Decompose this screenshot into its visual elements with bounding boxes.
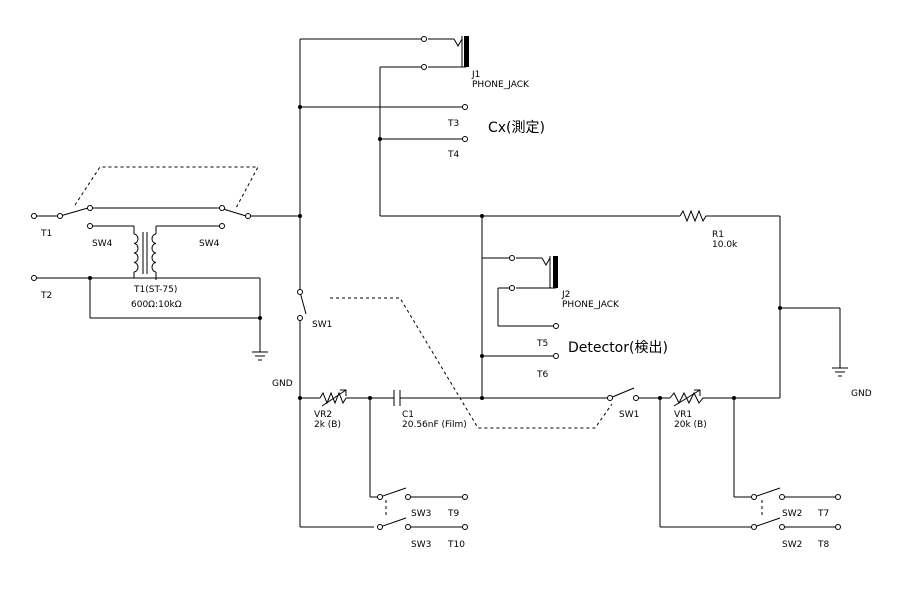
label-t3: T3 [448,119,460,129]
label-t6: T6 [537,370,549,380]
label-vr1-name: VR1 [674,410,693,420]
label-j2-name: J2 [562,290,571,300]
label-sw4-left: SW4 [92,239,113,249]
label-transformer-ratio: 600Ω:10kΩ [131,300,182,310]
label-sw3-lower: SW3 [411,540,432,550]
label-r1-value: 10.0k [712,240,738,250]
label-r1-name: R1 [712,230,724,240]
label-sw1-vertical: SW1 [312,320,333,330]
label-vr2-value: 2k (B) [314,420,341,430]
label-t7: T7 [818,509,830,519]
label-sw2-lower: SW2 [782,540,803,550]
label-transformer-name: T1(ST-75) [134,285,178,295]
label-vr2-name: VR2 [314,410,333,420]
label-j2-type: PHONE_JACK [562,300,619,310]
label-gnd-right: GND [851,389,872,399]
label-sw4-right: SW4 [199,239,220,249]
label-t5: T5 [537,339,549,349]
label-t8: T8 [818,540,830,550]
label-detector: Detector(検出) [568,340,668,356]
label-j1-type: PHONE_JACK [472,80,529,90]
label-gnd-left: GND [272,379,293,389]
label-vr1-value: 20k (B) [674,420,707,430]
label-j1-name: J1 [472,70,481,80]
label-sw3-upper: SW3 [411,509,432,519]
label-t9: T9 [448,509,460,519]
label-sw1-horizontal: SW1 [619,410,640,420]
label-c1-name: C1 [402,410,415,420]
label-t1: T1 [41,229,53,239]
label-cx: Cx(測定) [488,120,545,136]
label-t4: T4 [448,150,460,160]
label-c1-value: 20.56nF (Film) [402,420,467,430]
label-t10: T10 [448,540,465,550]
label-sw2-upper: SW2 [782,509,803,519]
label-t2: T2 [41,291,53,301]
